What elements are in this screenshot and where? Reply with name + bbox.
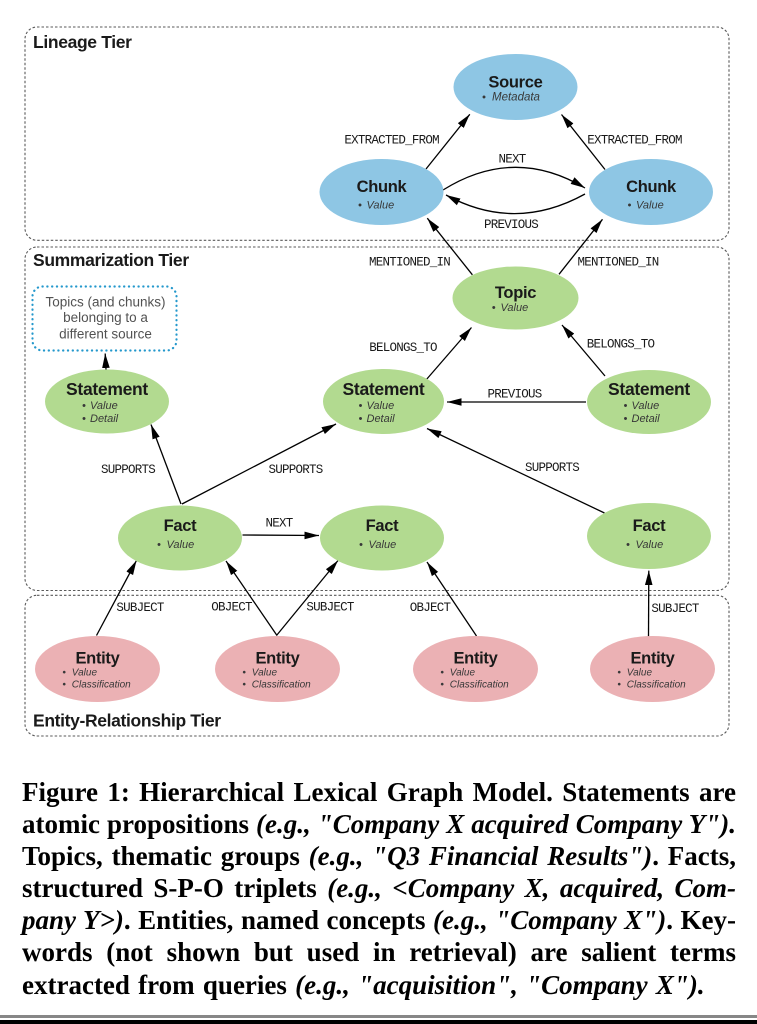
- svg-text:•: •: [617, 680, 621, 691]
- svg-text:Classification: Classification: [252, 680, 311, 691]
- svg-text:Chunk: Chunk: [626, 178, 677, 196]
- svg-text:•: •: [62, 668, 66, 679]
- svg-text:Fact: Fact: [164, 517, 198, 535]
- svg-text:SUBJECT: SUBJECT: [116, 601, 165, 615]
- svg-text:Detail: Detail: [367, 413, 396, 425]
- svg-text:BELONGS_TO: BELONGS_TO: [369, 341, 437, 355]
- svg-text:belonging to a: belonging to a: [63, 310, 148, 325]
- svg-text:•: •: [358, 200, 362, 212]
- svg-text:•: •: [62, 680, 66, 691]
- svg-text:Statement: Statement: [66, 379, 148, 399]
- svg-text:•: •: [242, 680, 246, 691]
- svg-text:Lineage Tier: Lineage Tier: [33, 32, 132, 52]
- svg-text:Value: Value: [367, 200, 395, 212]
- svg-text:Entity: Entity: [255, 650, 300, 668]
- svg-text:Entity: Entity: [630, 650, 675, 668]
- svg-text:Entity: Entity: [453, 650, 498, 668]
- svg-text:Value: Value: [450, 668, 476, 679]
- svg-text:EXTRACTED_FROM: EXTRACTED_FROM: [587, 134, 682, 148]
- svg-text:Value: Value: [367, 400, 395, 412]
- svg-text:•: •: [359, 400, 363, 412]
- svg-text:•: •: [359, 413, 363, 425]
- svg-text:PREVIOUS: PREVIOUS: [484, 218, 538, 232]
- svg-text:SUPPORTS: SUPPORTS: [268, 463, 322, 477]
- svg-text:•: •: [242, 668, 246, 679]
- svg-text:MENTIONED_IN: MENTIONED_IN: [577, 255, 658, 269]
- svg-text:Classification: Classification: [627, 680, 686, 691]
- svg-text:•: •: [617, 668, 621, 679]
- svg-text:NEXT: NEXT: [265, 517, 293, 531]
- svg-text:•: •: [624, 400, 628, 412]
- svg-text:Value: Value: [252, 668, 278, 679]
- svg-text:Topic: Topic: [495, 284, 536, 302]
- svg-text:Value: Value: [501, 302, 529, 314]
- svg-text:Classification: Classification: [450, 680, 509, 691]
- svg-text:BELONGS_TO: BELONGS_TO: [587, 338, 655, 352]
- svg-text:•: •: [440, 668, 444, 679]
- svg-text:SUBJECT: SUBJECT: [306, 601, 355, 615]
- svg-text:•: •: [440, 680, 444, 691]
- svg-text:OBJECT: OBJECT: [211, 601, 253, 615]
- svg-text:Metadata: Metadata: [492, 92, 540, 104]
- svg-text:EXTRACTED_FROM: EXTRACTED_FROM: [344, 134, 439, 148]
- svg-text:different source: different source: [59, 327, 152, 342]
- svg-text:Detail: Detail: [632, 413, 661, 425]
- svg-text:MENTIONED_IN: MENTIONED_IN: [369, 255, 450, 269]
- svg-text:Fact: Fact: [366, 517, 400, 535]
- svg-text:•: •: [82, 413, 86, 425]
- svg-text:Value: Value: [369, 539, 397, 551]
- svg-text:Value: Value: [167, 539, 195, 551]
- svg-text:Topics (and chunks): Topics (and chunks): [45, 295, 165, 310]
- svg-text:Value: Value: [72, 668, 98, 679]
- svg-text:Fact: Fact: [633, 517, 667, 535]
- svg-text:OBJECT: OBJECT: [410, 601, 452, 615]
- svg-text:Value: Value: [636, 539, 664, 551]
- svg-text:•: •: [82, 400, 86, 412]
- svg-text:Classification: Classification: [72, 680, 131, 691]
- svg-text:Detail: Detail: [90, 413, 119, 425]
- svg-text:PREVIOUS: PREVIOUS: [487, 388, 541, 402]
- svg-text:•: •: [492, 302, 496, 314]
- svg-text:SUPPORTS: SUPPORTS: [101, 463, 155, 477]
- svg-text:SUPPORTS: SUPPORTS: [525, 461, 579, 475]
- svg-text:Value: Value: [632, 400, 660, 412]
- svg-text:•: •: [482, 92, 486, 104]
- svg-text:Entity: Entity: [75, 650, 120, 668]
- svg-text:Value: Value: [636, 200, 664, 212]
- svg-text:Entity-Relationship Tier: Entity-Relationship Tier: [33, 711, 221, 731]
- svg-text:Source: Source: [488, 74, 542, 92]
- svg-text:•: •: [628, 200, 632, 212]
- svg-text:SUBJECT: SUBJECT: [651, 602, 700, 616]
- svg-text:Chunk: Chunk: [357, 178, 408, 196]
- svg-text:Value: Value: [627, 668, 653, 679]
- svg-text:•: •: [359, 539, 363, 551]
- svg-text:Value: Value: [90, 400, 118, 412]
- svg-text:Statement: Statement: [343, 379, 425, 399]
- svg-text:•: •: [157, 539, 161, 551]
- svg-text:Statement: Statement: [608, 379, 690, 399]
- svg-text:•: •: [624, 413, 628, 425]
- svg-text:Summarization Tier: Summarization Tier: [33, 250, 189, 270]
- svg-text:•: •: [626, 539, 630, 551]
- svg-text:NEXT: NEXT: [498, 153, 526, 167]
